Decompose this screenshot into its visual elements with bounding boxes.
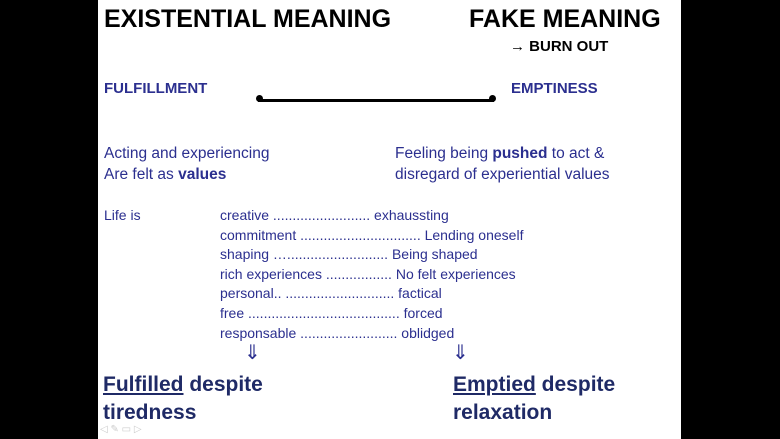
right-line1-post: to act & xyxy=(547,145,605,162)
conclusion-right-line2: relaxation xyxy=(453,401,553,424)
menu-icon[interactable]: ▭ xyxy=(121,424,132,435)
scale-line xyxy=(258,99,494,102)
right-line1-bold: pushed xyxy=(492,145,548,162)
burnout-label: → BURN OUT xyxy=(510,38,609,55)
fulfillment-label: FULFILLMENT xyxy=(104,80,208,97)
scale-right-dot xyxy=(489,95,496,102)
right-line1-pre: Feeling being xyxy=(395,145,493,162)
list-item: responsable ......................... ob… xyxy=(220,324,455,341)
list-item: rich experiences ................. No fe… xyxy=(220,265,516,282)
comparison-list: creative ......................... exhau… xyxy=(220,206,523,343)
conclusion-left-line2: tiredness xyxy=(103,401,197,424)
list-item: free ...................................… xyxy=(220,304,443,321)
list-item: commitment .............................… xyxy=(220,226,524,243)
left-line2-text: Are felt as xyxy=(104,166,179,183)
pen-icon[interactable]: ✎ xyxy=(110,424,119,435)
right-paragraph-line2: disregard of experiential values xyxy=(395,166,610,183)
conclusion-right-underlined: Emptied xyxy=(453,373,536,396)
list-item: shaping ….......................... Bein… xyxy=(220,246,478,263)
emptiness-label: EMPTINESS xyxy=(511,80,598,97)
next-icon[interactable]: ▷ xyxy=(133,424,142,435)
list-item: creative ......................... exhau… xyxy=(220,207,449,223)
slide: EXISTENTIAL MEANING FAKE MEANING → BURN … xyxy=(98,0,681,439)
left-paragraph-line1: Acting and experiencing xyxy=(104,145,270,162)
left-line2-bold: values xyxy=(178,166,227,183)
scale-left-dot xyxy=(256,95,263,102)
life-is-label: Life is xyxy=(104,207,141,223)
slideshow-toolbar[interactable]: ◁ ✎ ▭ ▷ xyxy=(100,424,142,435)
conclusion-left: Fulfilled despite tiredness xyxy=(103,371,263,427)
down-arrow-right-icon: ⇓ xyxy=(452,342,469,364)
right-paragraph: Feeling being pushed to act & disregard … xyxy=(395,143,610,185)
list-item: personal.. ............................ … xyxy=(220,285,442,302)
conclusion-right-rest: despite xyxy=(535,373,616,396)
conclusion-right-line1: Emptied despite xyxy=(453,371,615,399)
conclusion-right: Emptied despite relaxation xyxy=(453,371,615,427)
right-paragraph-line1: Feeling being pushed to act & xyxy=(395,143,610,164)
previous-icon[interactable]: ◁ xyxy=(100,424,108,435)
conclusion-left-rest: despite xyxy=(183,373,263,396)
left-paragraph: Acting and experiencing Are felt as valu… xyxy=(104,143,269,185)
down-arrow-left-icon: ⇓ xyxy=(244,342,261,364)
conclusion-left-line1: Fulfilled despite xyxy=(103,371,263,399)
title-existential-meaning: EXISTENTIAL MEANING xyxy=(104,5,392,33)
title-fake-meaning: FAKE MEANING xyxy=(469,5,661,33)
left-paragraph-line2: Are felt as values xyxy=(104,164,269,185)
conclusion-left-underlined: Fulfilled xyxy=(103,373,184,396)
